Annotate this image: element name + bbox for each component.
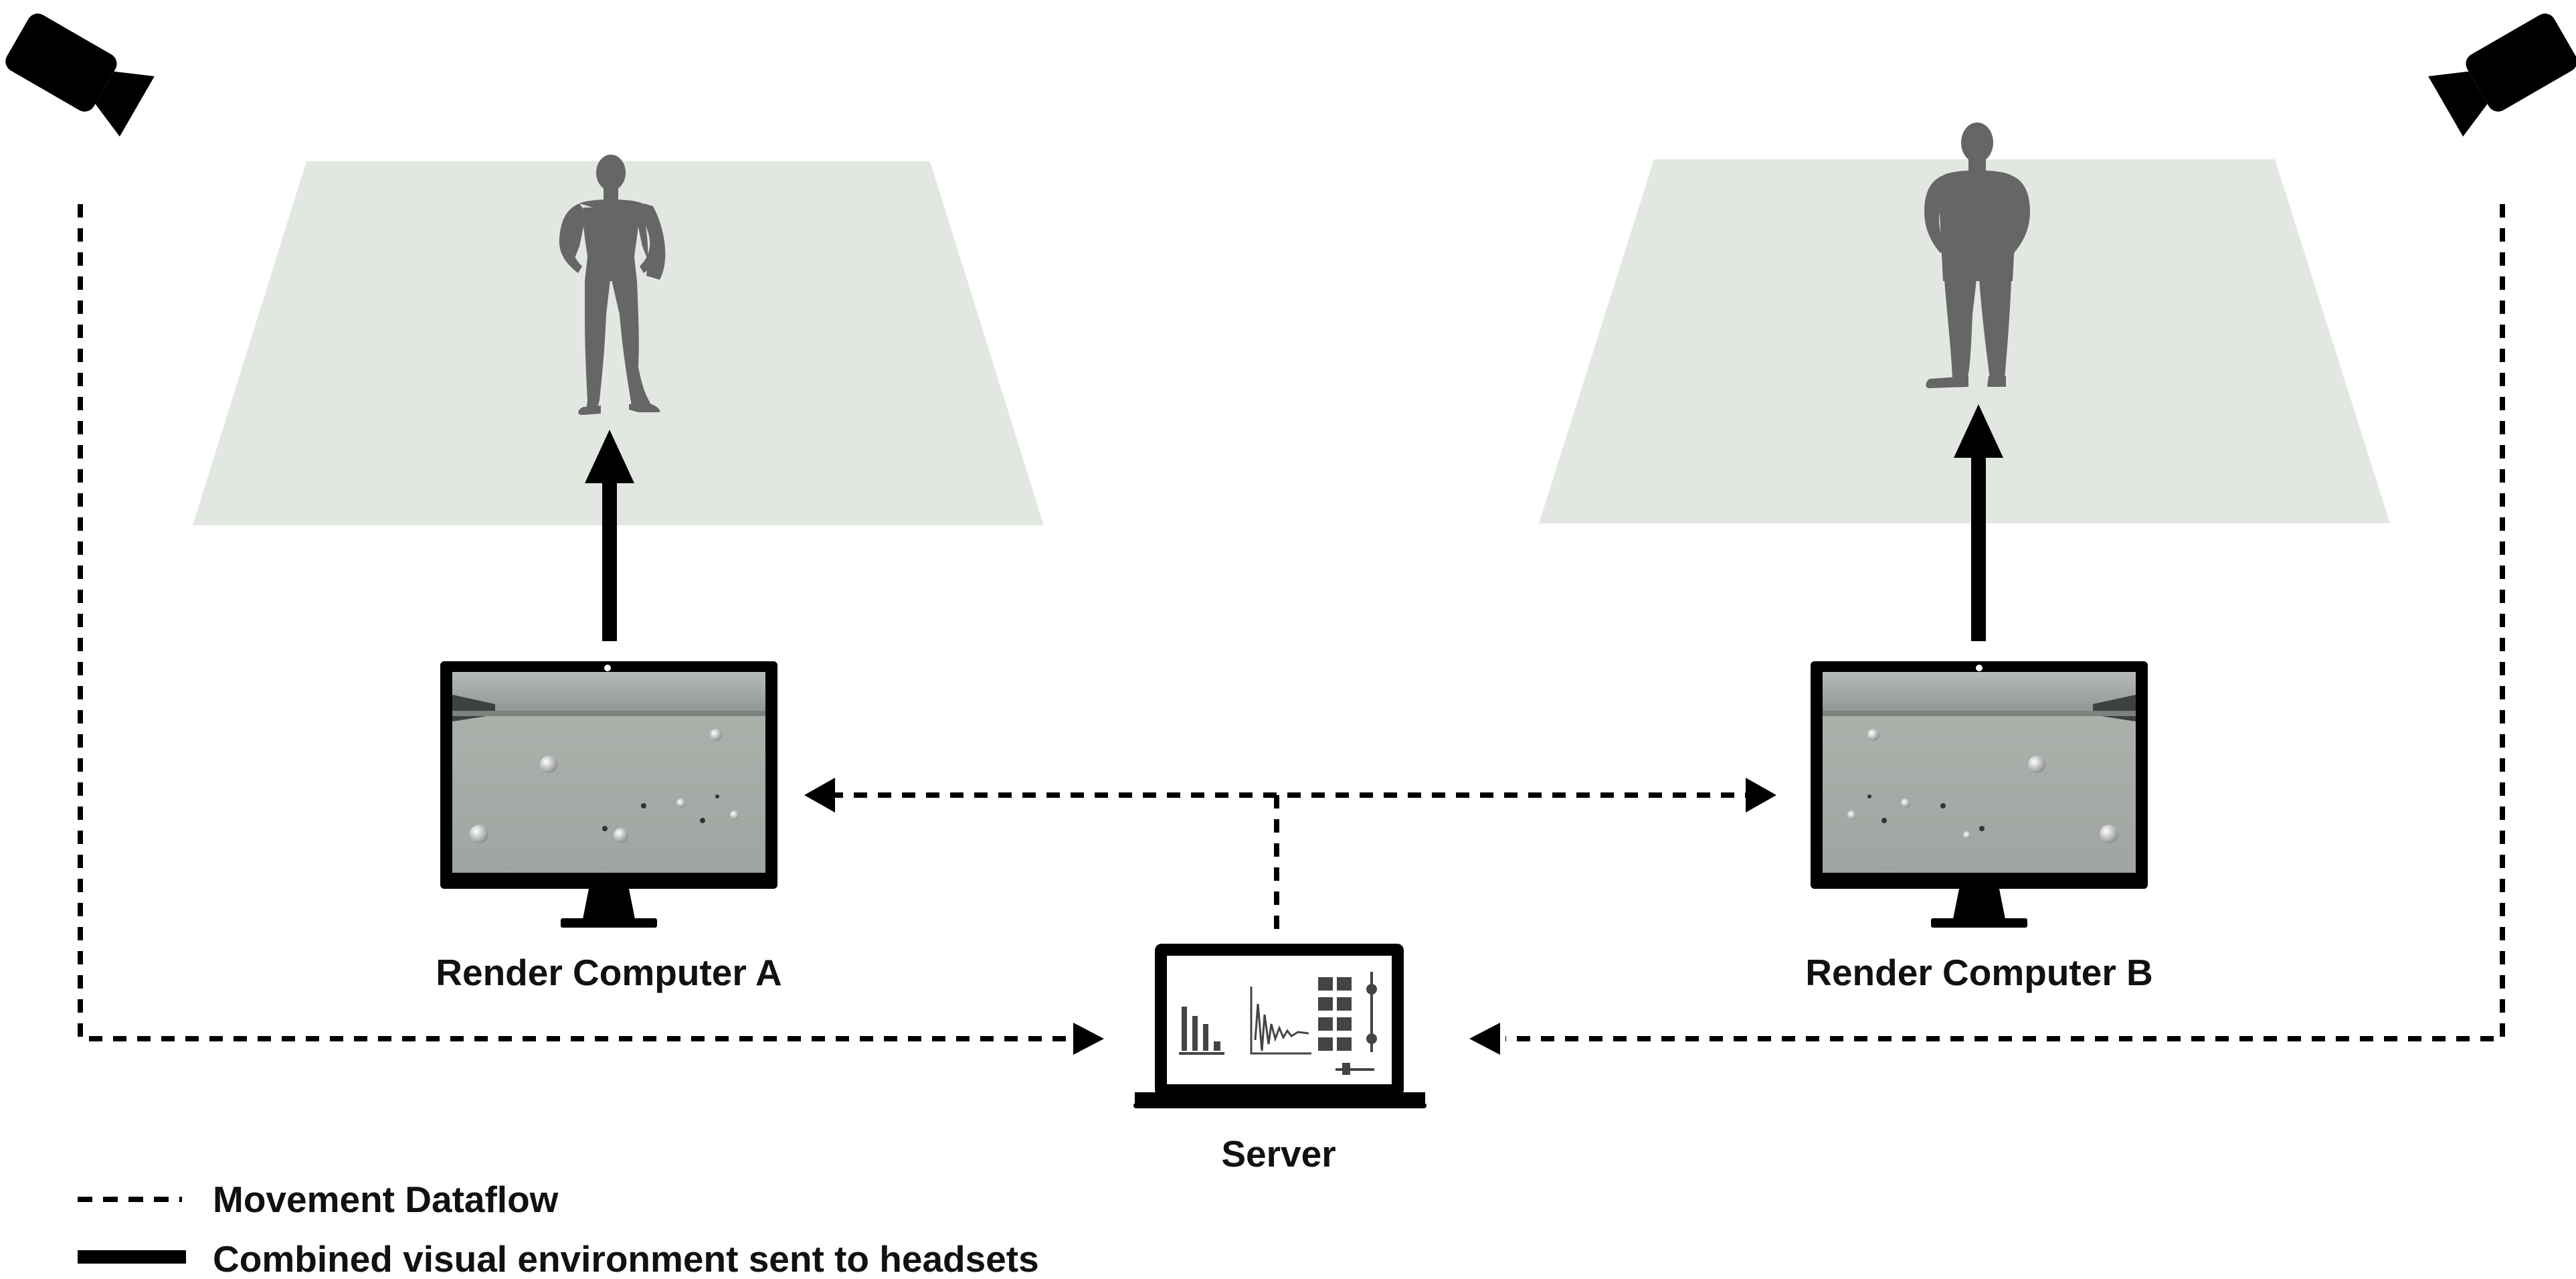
monitor-icon <box>440 661 777 928</box>
legend-combined-visual: Combined visual environment sent to head… <box>213 1238 1039 1279</box>
arrowhead-right <box>1746 778 1776 813</box>
dataflow-camera-a-to-server <box>78 204 1081 1041</box>
camera-icon <box>5 13 155 137</box>
woman-figure-icon <box>559 155 666 415</box>
render-computer-b-label: Render Computer B <box>1805 952 2153 993</box>
man-figure-icon <box>1924 122 2030 388</box>
laptop-icon <box>1133 944 1427 1108</box>
solid-arrow-a-shaft <box>602 468 617 641</box>
monitor-icon <box>1811 661 2148 928</box>
camera-icon <box>2428 13 2576 137</box>
dataflow-arrowheads <box>804 778 1776 1055</box>
render-computer-a-label: Render Computer A <box>436 952 781 993</box>
movement-dataflow-lines <box>78 204 2505 1041</box>
legend-movement-dataflow: Movement Dataflow <box>213 1179 559 1220</box>
arrowhead-server-right <box>1469 1023 1500 1055</box>
legend: Movement Dataflow Combined visual enviro… <box>78 1179 1039 1279</box>
server-label: Server <box>1221 1133 1336 1175</box>
solid-arrow-b-shaft <box>1971 442 1986 641</box>
dataflow-camera-b-to-server <box>1505 204 2505 1041</box>
arrowhead-server-left <box>1073 1023 1104 1055</box>
legend-solid-swatch <box>78 1250 186 1264</box>
solid-arrow-b-head <box>1954 404 2003 458</box>
arrowhead-left <box>804 778 835 813</box>
tracking-floor-a <box>193 161 1044 525</box>
visual-environment-arrows <box>585 404 2003 641</box>
solid-arrow-a-head <box>585 430 634 483</box>
